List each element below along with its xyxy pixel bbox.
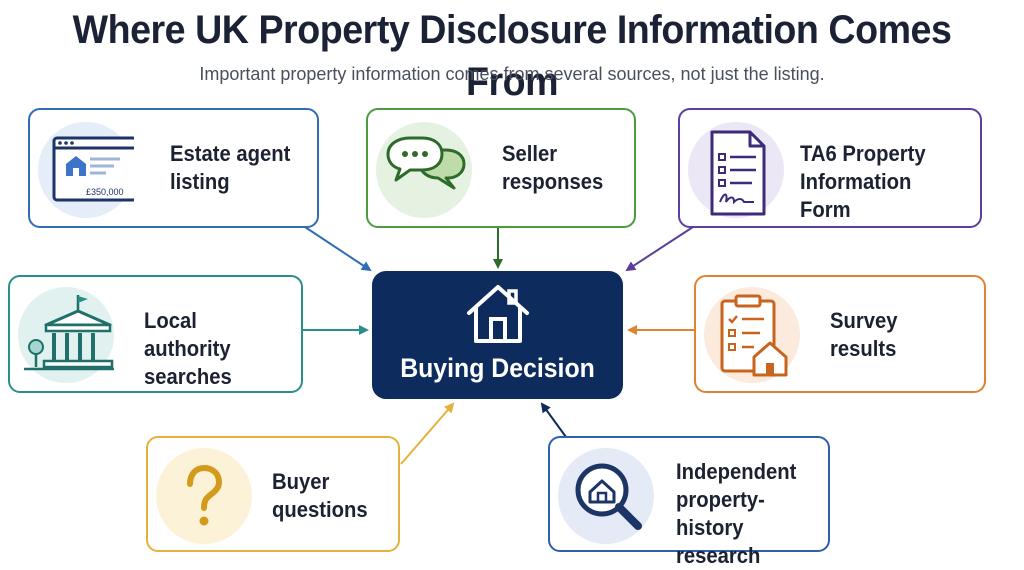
source-ta6-form: TA6 Property Information Form [678, 108, 982, 228]
source-seller-responses: Seller responses [366, 108, 636, 228]
survey-results-label: Survey results [830, 308, 898, 361]
page-title: Where UK Property Disclosure Information… [72, 8, 952, 104]
local-authority-searches-label: Local authority searches [144, 308, 232, 389]
source-estate-agent-listing: £350,000 Estate agent listing [28, 108, 319, 228]
seller-responses-label: Seller responses [502, 141, 604, 194]
estate-agent-listing-label: Estate agent listing [170, 141, 291, 194]
document-form-icon [688, 122, 784, 218]
buying-decision-box: Buying Decision [372, 271, 623, 399]
source-survey-results: Survey results [694, 275, 986, 393]
independent-research-label: Independent property-history research [676, 459, 797, 568]
page-subtitle: Important property information comes fro… [199, 64, 825, 84]
arrow-ta6 [625, 226, 694, 272]
buyer-questions-label: Buyer questions [272, 469, 368, 522]
listing-window-icon: £350,000 [38, 122, 134, 218]
magnifier-house-icon [558, 448, 654, 544]
arrow-independent [540, 402, 567, 438]
house-icon [467, 285, 529, 343]
question-mark-icon [156, 448, 252, 544]
council-building-icon [18, 287, 114, 383]
clipboard-house-icon [704, 287, 800, 383]
listing-price: £350,000 [86, 187, 124, 197]
source-independent-research: Independent property-history research [548, 436, 830, 568]
speech-bubbles-icon [376, 122, 472, 218]
buying-decision-label: Buying Decision [400, 353, 595, 383]
source-local-authority-searches: Local authority searches [8, 275, 303, 393]
source-buyer-questions: Buyer questions [146, 436, 400, 552]
ta6-form-label: TA6 Property Information Form [800, 141, 926, 222]
arrow-estate-agent [304, 226, 372, 272]
arrow-buyer [400, 402, 455, 465]
